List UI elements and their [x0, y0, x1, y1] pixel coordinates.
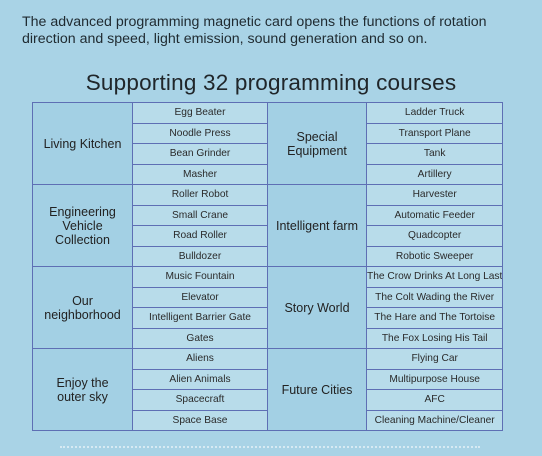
category-label: Living Kitchen — [43, 136, 122, 151]
table-row: Intelligent Barrier Gate The Hare and Th… — [33, 307, 504, 329]
course-item: The Colt Wading the River — [365, 286, 504, 308]
courses-table: Living Kitchen Egg Beater Special Equipm… — [32, 102, 504, 431]
course-item: Ladder Truck — [365, 102, 504, 124]
page-heading: Supporting 32 programming courses — [85, 70, 457, 95]
category-label: Vehicle — [62, 218, 103, 233]
course-item: AFC — [365, 389, 504, 411]
course-item: Music Fountain — [132, 266, 268, 288]
course-item: Transport Plane — [365, 122, 504, 144]
course-item: Aliens — [132, 348, 268, 370]
category-cell: Future Cities — [267, 348, 367, 431]
course-item: Intelligent Barrier Gate — [132, 307, 268, 329]
category-label: neighborhood — [44, 307, 121, 322]
course-item: Alien Animals — [132, 368, 268, 390]
category-cell: Our neighborhood — [32, 266, 133, 349]
category-cell: Story World — [267, 266, 367, 349]
intro-text: The advanced programming magnetic card o… — [22, 14, 487, 47]
category-cell: Enjoy the outer sky — [32, 348, 133, 431]
course-item: The Crow Drinks At Long Last — [365, 266, 504, 288]
course-item: Robotic Sweeper — [365, 245, 504, 267]
course-item: The Fox Losing His Tail — [365, 327, 504, 349]
category-label: Future Cities — [281, 382, 353, 397]
table-row: Noodle Press Transport Plane — [33, 122, 504, 144]
course-item: Small Crane — [132, 204, 268, 226]
course-item: Bean Grinder — [132, 143, 268, 165]
table-row: Elevator The Colt Wading the River — [33, 286, 504, 308]
course-item: Artillery — [365, 163, 504, 185]
dotted-divider — [60, 446, 480, 450]
table-row: Bulldozer Robotic Sweeper — [33, 245, 504, 267]
course-item: Harvester — [365, 184, 504, 206]
course-item: Automatic Feeder — [365, 204, 504, 226]
course-item: The Hare and The Tortoise — [365, 307, 504, 329]
course-item: Road Roller — [132, 225, 268, 247]
category-label: Story World — [284, 300, 350, 315]
course-item: Space Base — [132, 409, 268, 431]
table-row: Space Base Cleaning Machine/Cleaner — [33, 409, 504, 431]
course-item: Quadcopter — [365, 225, 504, 247]
table-row: Masher Artillery — [33, 163, 504, 185]
category-cell: Living Kitchen — [32, 102, 133, 185]
category-cell: Intelligent farm — [267, 184, 367, 267]
table-row: Engineering Vehicle Collection Roller Ro… — [32, 184, 504, 267]
category-label: Our — [72, 293, 93, 308]
category-label: Enjoy the — [56, 375, 109, 390]
category-label: Collection — [55, 232, 110, 247]
course-item: Noodle Press — [132, 122, 268, 144]
table-row: Small Crane Automatic Feeder — [33, 204, 504, 226]
table-row: Alien Animals Multipurpose House — [33, 368, 504, 390]
category-label: Engineering — [49, 204, 116, 219]
table-row: Spacecraft AFC — [33, 389, 504, 411]
course-item: Roller Robot — [132, 184, 268, 206]
category-label: outer sky — [57, 389, 108, 404]
category-cell: Engineering Vehicle Collection — [32, 184, 133, 267]
course-item: Multipurpose House — [365, 368, 504, 390]
course-item: Spacecraft — [132, 389, 268, 411]
category-label: Special — [296, 129, 338, 144]
course-item: Flying Car — [365, 348, 504, 370]
category-cell: Special Equipment — [267, 102, 367, 185]
course-item: Cleaning Machine/Cleaner — [365, 409, 504, 431]
table-row: Enjoy the outer sky Aliens Future Cities… — [32, 348, 504, 431]
category-label: Intelligent farm — [276, 218, 358, 233]
table-row: Road Roller Quadcopter — [33, 225, 504, 247]
course-item: Tank — [365, 143, 504, 165]
course-item: Bulldozer — [132, 245, 268, 267]
table-row: Living Kitchen Egg Beater Special Equipm… — [32, 102, 504, 185]
table-row: Our neighborhood Music Fountain Story Wo… — [32, 266, 504, 349]
course-item: Masher — [132, 163, 268, 185]
course-item: Egg Beater — [132, 102, 268, 124]
category-label: Equipment — [287, 143, 347, 158]
course-item: Gates — [132, 327, 268, 349]
course-item: Elevator — [132, 286, 268, 308]
